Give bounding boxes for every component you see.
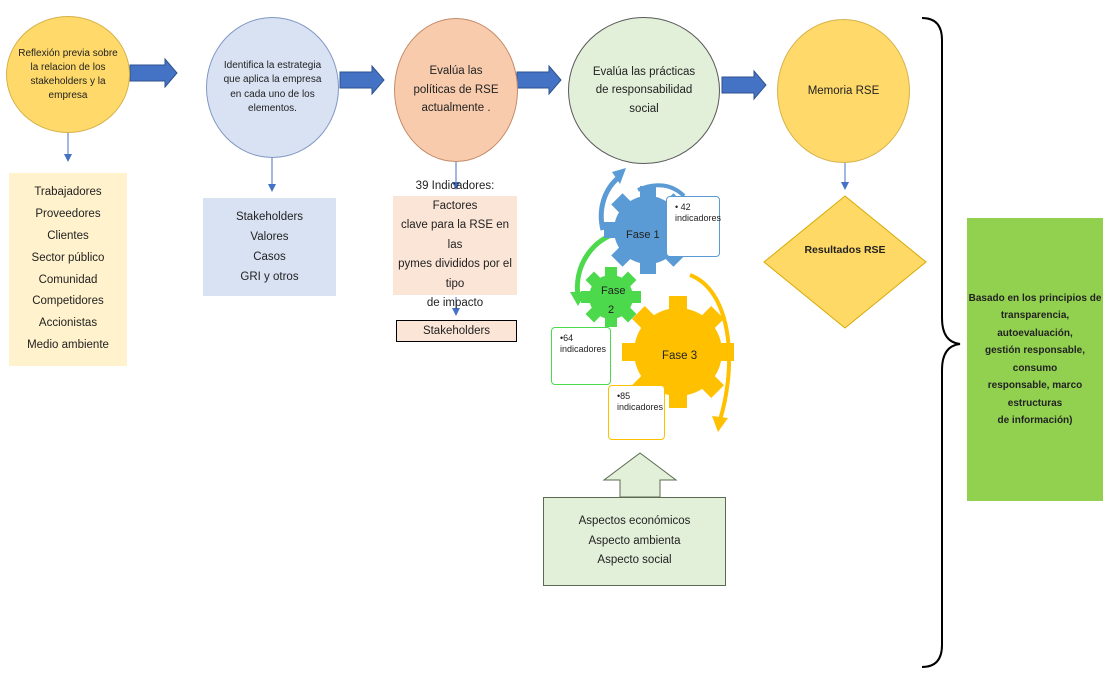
stakeholders-list-box: Trabajadores Proveedores Clientes Sector… (9, 173, 127, 366)
gear-blue-icon (604, 186, 692, 274)
block-arrow-4 (721, 69, 767, 101)
stakeholders-label-box: Stakeholders (396, 320, 517, 342)
elements-list: Stakeholders Valores Casos GRI y otros (235, 210, 304, 284)
step5-circle: Memoria RSE (777, 19, 910, 163)
step4-circle: Evalúa las prácticas de responsabilidad … (568, 17, 720, 164)
indicators-text: 39 Indicadores: Factores clave para la R… (398, 180, 512, 310)
aspects-text: Aspectos económicos Aspecto ambienta Asp… (578, 515, 691, 567)
step1-circle: Reflexión previa sobre la relacion de lo… (6, 16, 130, 133)
gear-green-icon (581, 267, 641, 327)
gear-yellow-icon (622, 296, 734, 408)
yellow-curved-arrow (689, 273, 732, 421)
principles-box: Basado en los principios de transparenci… (967, 218, 1103, 501)
indicators-box: 39 Indicadores: Factores clave para la R… (393, 180, 517, 309)
step4-text: Evalúa las prácticas de responsabilidad … (592, 65, 696, 115)
step2-circle: Identifica la estrategia que aplica la e… (206, 17, 339, 158)
step5-text: Memoria RSE (807, 85, 880, 97)
stakeholders-label: Stakeholders (422, 324, 491, 337)
step2-text: Identifica la estrategia que aplica la e… (223, 59, 322, 115)
block-arrow-1 (129, 57, 178, 89)
fase3-label: Fase 3 (662, 350, 698, 362)
results-diamond (763, 195, 927, 329)
indicator-callout-85: •85 indicadores (608, 385, 665, 440)
aspects-box: Aspectos económicos Aspecto ambienta Asp… (543, 497, 726, 586)
results-label: Resultados RSE (804, 243, 886, 256)
indicator-callout-64: •64 indicadores (551, 327, 611, 385)
fase2-label-line1: Fase (601, 285, 626, 297)
curly-brace (921, 17, 961, 668)
stakeholders-list: Trabajadores Proveedores Clientes Sector… (27, 186, 109, 352)
block-arrow-2 (339, 64, 385, 96)
elements-list-box: Stakeholders Valores Casos GRI y otros (203, 198, 336, 296)
step3-text: Evalúa las políticas de RSE actualmente … (413, 65, 499, 115)
principles-text: Basado en los principios de transparenci… (968, 292, 1102, 427)
fase2-label-line2: 2 (608, 304, 615, 316)
step3-circle: Evalúa las políticas de RSE actualmente … (394, 18, 518, 162)
blue-curved-arrow (598, 176, 620, 231)
indicator-callout-42: • 42 indicadores (666, 196, 721, 257)
step1-text: Reflexión previa sobre la relacion de lo… (18, 47, 118, 101)
block-arrow-3 (516, 64, 562, 96)
up-block-arrow (602, 452, 678, 498)
fase1-label: Fase 1 (626, 229, 660, 241)
